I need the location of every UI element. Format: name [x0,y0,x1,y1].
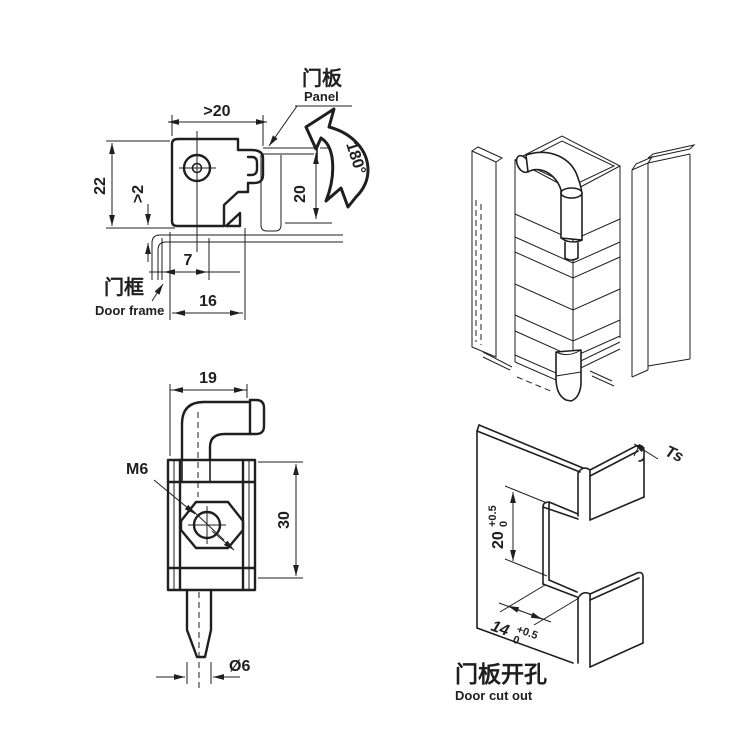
right-door-panel [631,144,696,378]
section-view: >20 22 >2 20 7 [92,66,370,320]
dim-pivot-offset: 7 [149,238,240,280]
dim-pin-diameter: Ø6 [156,658,250,684]
dim-width-text: 19 [199,370,217,387]
dim-height-30: 30 [258,461,303,579]
hinge-knuckle-bands [514,213,621,358]
thread-callout: M6 [126,461,235,551]
cutout-caption-en: Door cut out [455,688,533,703]
door-frame-label-en: Door frame [95,303,164,318]
dim-cutout-width-tol-lower: 0 [511,634,521,647]
dim-panel-edge-text: 20 [292,185,309,203]
dim-depth-text: 16 [199,293,217,310]
door-frame-label-cn: 门框 [104,275,144,299]
dim-min-gap: >2 [130,185,151,262]
cutout-caption-cn: 门板开孔 [455,661,547,687]
panel-label-cn: 门板 [302,66,343,90]
dim-min-gap-text: >2 [130,185,147,203]
dim-pin-diameter-text: Ø6 [229,658,250,675]
thickness-callout: Ts [633,443,686,466]
dim-width-19: 19 [169,370,248,456]
hinge-pin-front [185,412,213,692]
rotation-arrow: 180° [304,107,370,209]
door-frame-lines [151,234,343,280]
panel-corner-outline [476,424,645,668]
dim-height-text: 30 [276,511,293,529]
dim-cutout-height-tol-lower: 0 [498,521,510,527]
thread-text: M6 [126,461,148,478]
dim-overall-height-text: 22 [92,177,109,195]
door-frame-label: 门框 Door frame [95,275,164,318]
bottom-pin [555,349,582,402]
left-door-frame-panel [471,146,513,371]
hinge-elbow-pin [515,151,583,261]
door-cutout-view: Ts 20 +0.5 0 14 +0.5 0 [455,424,686,703]
hinge-body-section [170,131,265,252]
thickness-text: Ts [662,443,686,466]
dim-overall-height: 22 [92,140,175,229]
dim-pivot-offset-text: 7 [184,252,193,269]
cutout-caption: 门板开孔 Door cut out [455,661,547,703]
dim-depth: 16 [169,228,246,320]
dim-top-width: >20 [168,103,267,146]
dim-cutout-width: 14 +0.5 0 [489,584,580,647]
dim-cutout-height-text: 20 [490,531,507,549]
front-view: 19 M6 30 Ø6 [126,370,303,692]
dim-cutout-height: 20 +0.5 0 [487,485,548,577]
hinge-hook [180,398,266,462]
hidden-edge-dashes [516,370,615,393]
panel-label-en: Panel [304,89,339,104]
panel-section-lines [260,143,318,232]
dim-cutout-height-tol-upper: +0.5 [487,505,499,527]
isometric-assembly-view [471,135,696,402]
panel-label: 门板 Panel [268,66,352,147]
hinge-body-front [166,458,257,592]
dim-cutout-width-text: 14 [489,618,512,640]
dim-panel-edge-height: 20 [285,147,332,224]
dim-top-width-text: >20 [203,103,230,120]
